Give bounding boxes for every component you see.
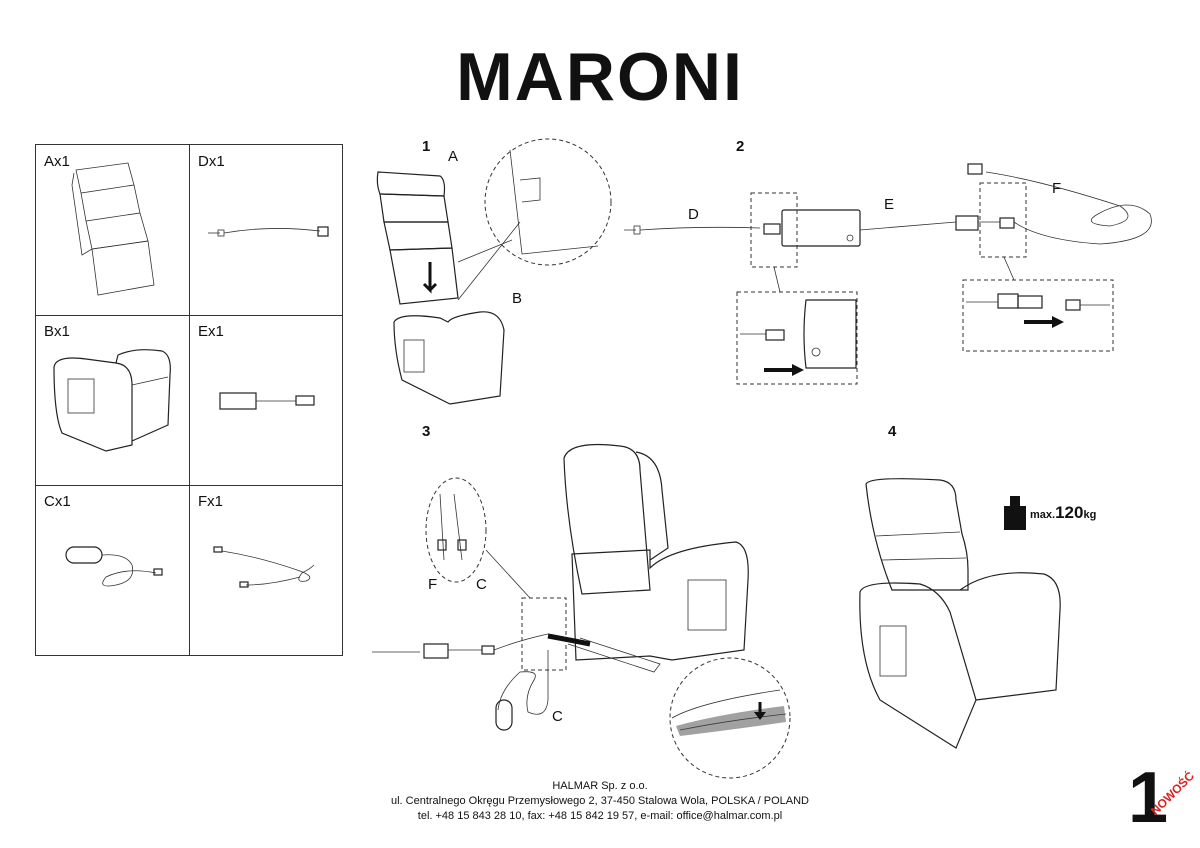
- detail-zoom-circle: [484, 138, 612, 266]
- remote-control-icon: [65, 546, 163, 587]
- step1-backrest-drawing: [376, 171, 521, 405]
- grid-divider: [36, 315, 342, 316]
- part-callout: F: [1052, 180, 1062, 197]
- step4-assembled-chair: [859, 478, 1061, 749]
- document-title: MARONI: [456, 39, 744, 115]
- footer: HALMAR Sp. z o.o. ul. Centralnego Okręgu…: [0, 779, 1200, 824]
- part-cell-c: Cx1: [36, 485, 190, 655]
- backrest-icon: [71, 162, 155, 296]
- part-cell-d: Dx1: [190, 145, 344, 315]
- motor-cable-icon: [213, 546, 315, 588]
- part-label: Ax1: [44, 153, 70, 170]
- part-cell-b: Bx1: [36, 315, 190, 485]
- power-adapter-icon: [219, 392, 315, 410]
- step3-chair-drawing: [563, 443, 749, 673]
- parts-grid: Ax1 Dx1 Bx1 Ex1 Cx1: [35, 144, 343, 656]
- step-number: 4: [888, 423, 897, 440]
- grid-divider: [189, 145, 190, 655]
- armchair-base-icon: [53, 349, 171, 452]
- part-callout: C: [552, 708, 563, 725]
- step-number: 1: [422, 138, 431, 155]
- part-cell-f: Fx1: [190, 485, 344, 655]
- step-number: 3: [422, 423, 431, 440]
- step2-wiring-drawing: [624, 163, 1152, 247]
- page-number: 1: [1128, 758, 1169, 838]
- footer-contact: tel. +48 15 843 28 10, fax: +48 15 842 1…: [417, 810, 783, 822]
- part-label: Fx1: [198, 493, 224, 510]
- part-label: Cx1: [44, 493, 71, 510]
- part-cell-e: Ex1: [190, 315, 344, 485]
- part-label: Dx1: [198, 153, 225, 170]
- weight-icon: [1004, 496, 1026, 530]
- footer-address: ul. Centralnego Okręgu Przemysłowego 2, …: [390, 795, 809, 807]
- part-callout: B: [512, 290, 523, 307]
- part-callout: D: [688, 206, 699, 223]
- power-cable-icon: [208, 226, 329, 237]
- part-cell-a: Ax1: [36, 145, 190, 315]
- grid-divider: [36, 485, 342, 486]
- part-callout: C: [476, 576, 487, 593]
- part-label: Bx1: [44, 323, 70, 340]
- part-callout: E: [884, 196, 895, 213]
- footer-company: HALMAR Sp. z o.o.: [552, 780, 648, 792]
- part-callout: F: [428, 576, 438, 593]
- step-number: 2: [736, 138, 745, 155]
- part-label: Ex1: [198, 323, 224, 340]
- part-callout: A: [448, 148, 459, 165]
- max-load-label: max.120kg: [1030, 503, 1097, 522]
